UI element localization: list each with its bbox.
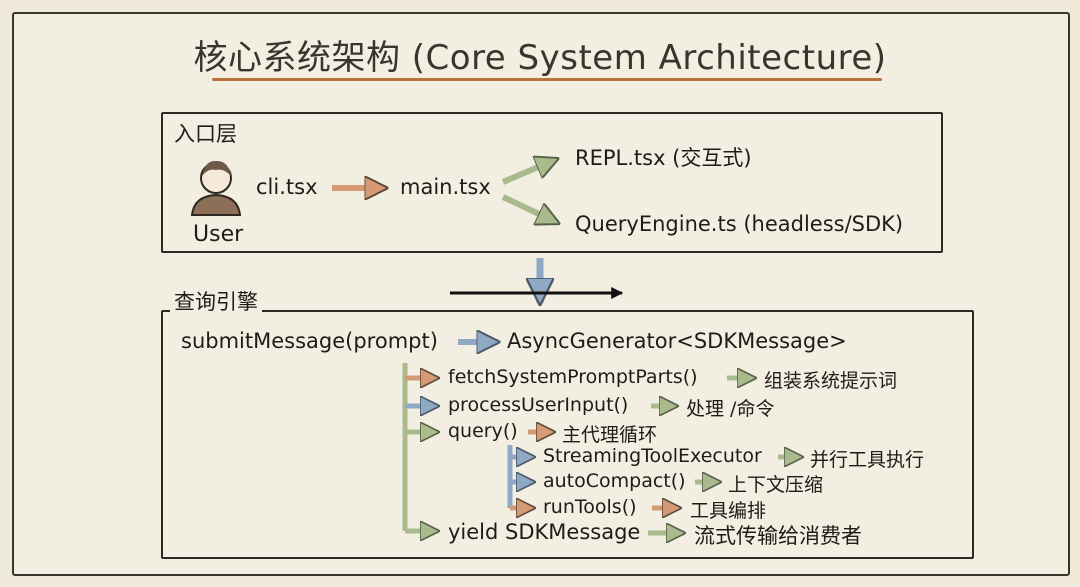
substep-desc: 工具编排 [690,500,767,522]
substep-desc: 并行工具执行 [810,449,925,471]
cli-file: cli.tsx [256,175,318,199]
query-engine-box [161,310,974,559]
main-to-repl-arrow [501,159,557,185]
query-engine-file: QueryEngine.ts (headless/SDK) [575,212,904,236]
main-file: main.tsx [400,175,491,199]
diagram-title: 核心系统架构 (Core System Architecture) [193,38,887,78]
step-name: fetchSystemPromptParts() [448,366,698,388]
substep-name: autoCompact() [543,470,686,492]
main-to-queryengine-arrow [501,194,558,226]
step-name: yield SDKMessage [448,520,641,544]
step-name: processUserInput() [448,394,629,416]
step-desc: 主代理循环 [562,424,658,446]
substep-desc: 上下文压缩 [728,474,824,496]
substep-name: runTools() [543,496,637,518]
async-generator: AsyncGenerator<SDKMessage> [507,329,847,353]
entry-layer-box [161,112,943,253]
repl-file: REPL.tsx (交互式) [575,146,752,170]
step-desc: 组装系统提示词 [764,370,898,392]
step-desc: 处理 /命令 [686,398,775,420]
user-icon [190,160,242,216]
title-underline [212,78,882,81]
entry-layer-label: 入口层 [170,118,241,148]
substep-name: StreamingToolExecutor [543,445,762,467]
step-desc: 流式传输给消费者 [694,524,862,548]
submit-message: submitMessage(prompt) [181,329,438,353]
query-engine-label: 查询引擎 [170,286,262,316]
user-label: User [193,222,244,247]
step-name: query() [448,420,518,442]
